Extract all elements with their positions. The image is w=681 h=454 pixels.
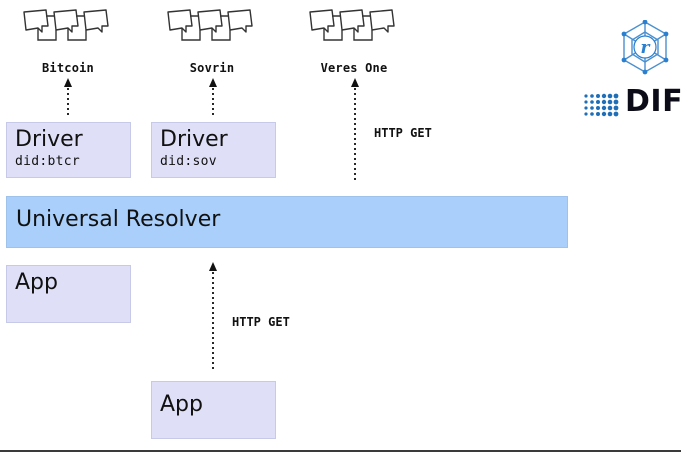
resolver-label: Universal Resolver bbox=[16, 207, 221, 232]
arrow-driver-bitcoin bbox=[64, 78, 72, 116]
http-get-label: HTTP GET bbox=[232, 315, 290, 329]
universal-resolver-bar: Universal Resolver bbox=[6, 196, 568, 248]
bottom-divider bbox=[0, 450, 681, 452]
ledger-sovrin: Sovrin bbox=[164, 6, 260, 76]
driver-box-btcr: Driver did:btcr bbox=[6, 122, 131, 178]
ledger-veres-one: Veres One bbox=[306, 6, 402, 76]
ledger-label: Bitcoin bbox=[42, 61, 94, 75]
arrow-app-resolver bbox=[209, 262, 217, 370]
app-box-bottom: App bbox=[151, 381, 276, 439]
driver-method: did:sov bbox=[160, 154, 217, 169]
arrow-driver-sovrin bbox=[209, 78, 217, 116]
ledger-network-icon bbox=[309, 9, 395, 41]
app-box-left: App bbox=[6, 265, 131, 323]
arrow-resolver-veres-one bbox=[351, 78, 359, 182]
network-globe-icon: r bbox=[621, 20, 669, 75]
ledger-label: Sovrin bbox=[189, 61, 235, 75]
dot-grid-icon bbox=[584, 93, 619, 117]
driver-method: did:btcr bbox=[15, 154, 81, 169]
ledger-network-icon bbox=[23, 9, 109, 41]
ledger-label: Veres One bbox=[320, 61, 388, 75]
driver-box-sov: Driver did:sov bbox=[151, 122, 276, 178]
driver-title: Driver bbox=[15, 127, 83, 152]
app-label: App bbox=[160, 392, 203, 417]
driver-title: Driver bbox=[160, 127, 228, 152]
http-get-label: HTTP GET bbox=[374, 126, 432, 140]
app-label: App bbox=[15, 270, 58, 295]
logo-letter: r bbox=[641, 38, 651, 58]
ledger-bitcoin: Bitcoin bbox=[20, 6, 116, 76]
dif-logo-text: DIF bbox=[625, 84, 681, 119]
ledger-network-icon bbox=[167, 9, 253, 41]
